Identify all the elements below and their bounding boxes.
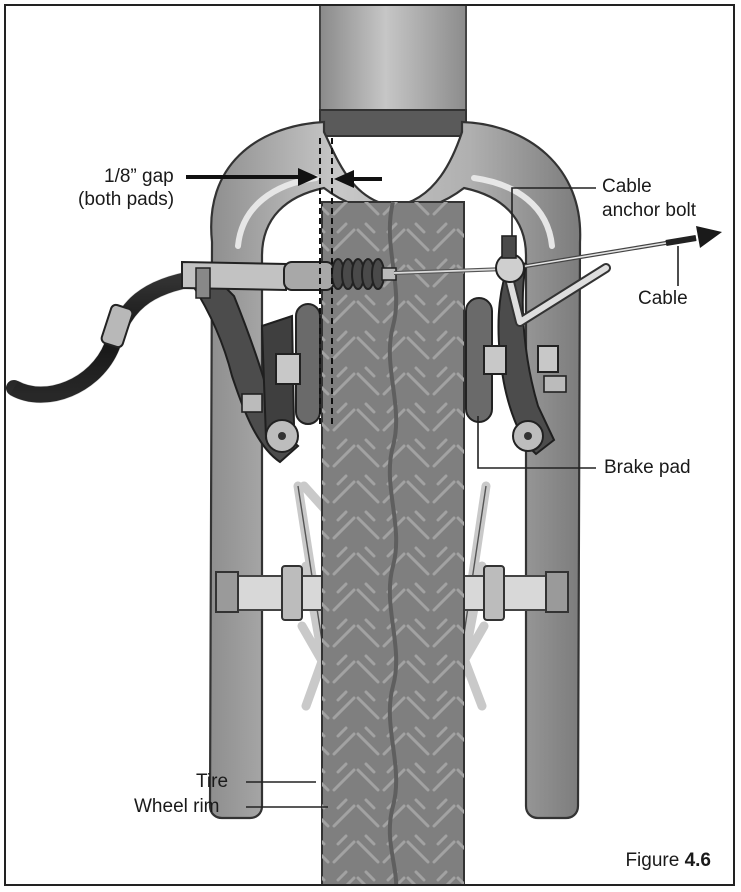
- cable-anchor-label-line2: anchor bolt: [602, 200, 696, 222]
- cable-label: Cable: [638, 288, 688, 310]
- pad-post-right: [484, 346, 506, 374]
- gap-label-line2: (both pads): [78, 189, 174, 211]
- head-tube: [320, 6, 466, 122]
- arrow-head-icon: [696, 226, 722, 248]
- wheel-rim-label: Wheel rim: [134, 796, 220, 818]
- figure-caption-prefix: Figure: [625, 850, 679, 871]
- figure-caption: Figure 4.6: [625, 850, 711, 872]
- hub-flange-left: [282, 566, 302, 620]
- figure-caption-number: 4.6: [685, 850, 711, 871]
- tire-label: Tire: [196, 771, 228, 793]
- cable-anchor-label-line1: Cable: [602, 176, 652, 198]
- gap-label-line1: 1/8” gap: [104, 166, 174, 188]
- figure-frame: 1/8” gap (both pads) Cable anchor bolt C…: [4, 4, 735, 886]
- pad-post-left: [276, 354, 300, 384]
- axle-nut-right: [546, 572, 568, 612]
- brake-illustration: [6, 6, 735, 886]
- head-tube-band: [320, 110, 466, 136]
- noodle-clip: [196, 268, 210, 298]
- axle-nut-left: [216, 572, 238, 612]
- noodle-bellows-cap: [284, 262, 334, 290]
- brake-pad-label: Brake pad: [604, 457, 691, 479]
- boot-spring: [332, 259, 384, 289]
- pad-post-right-outer: [538, 346, 558, 372]
- housing-ferrule: [100, 304, 133, 349]
- tension-screw-right: [544, 376, 566, 392]
- tension-screw-left: [242, 394, 262, 412]
- hub-flange-right: [484, 566, 504, 620]
